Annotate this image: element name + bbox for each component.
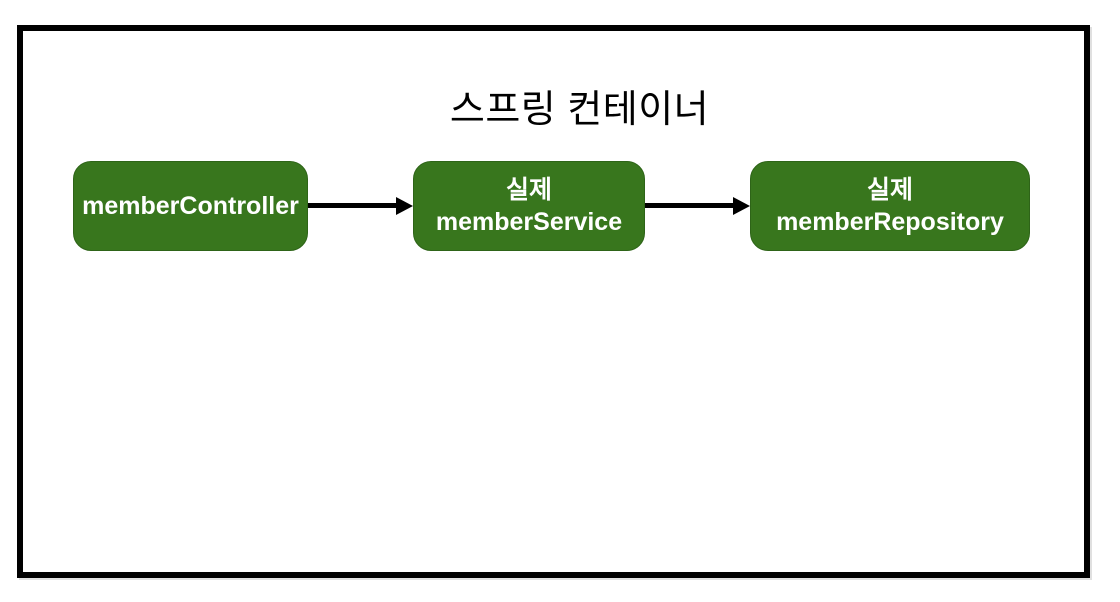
node-member-repository: 실제 memberRepository bbox=[750, 161, 1030, 251]
spring-container-frame: 스프링 컨테이너 bbox=[17, 25, 1090, 578]
node-label: memberController bbox=[82, 192, 299, 220]
arrow-service-to-repository bbox=[645, 203, 733, 208]
node-member-service: 실제 memberService bbox=[413, 161, 645, 251]
diagram-title: 스프링 컨테이너 bbox=[449, 89, 710, 131]
node-label: 실제 bbox=[866, 176, 913, 204]
node-label: memberService bbox=[435, 208, 623, 236]
arrow-controller-to-service bbox=[308, 203, 396, 208]
node-label: 실제 bbox=[505, 176, 552, 204]
node-label: memberRepository bbox=[776, 208, 1004, 236]
node-member-controller: memberController bbox=[73, 161, 308, 251]
